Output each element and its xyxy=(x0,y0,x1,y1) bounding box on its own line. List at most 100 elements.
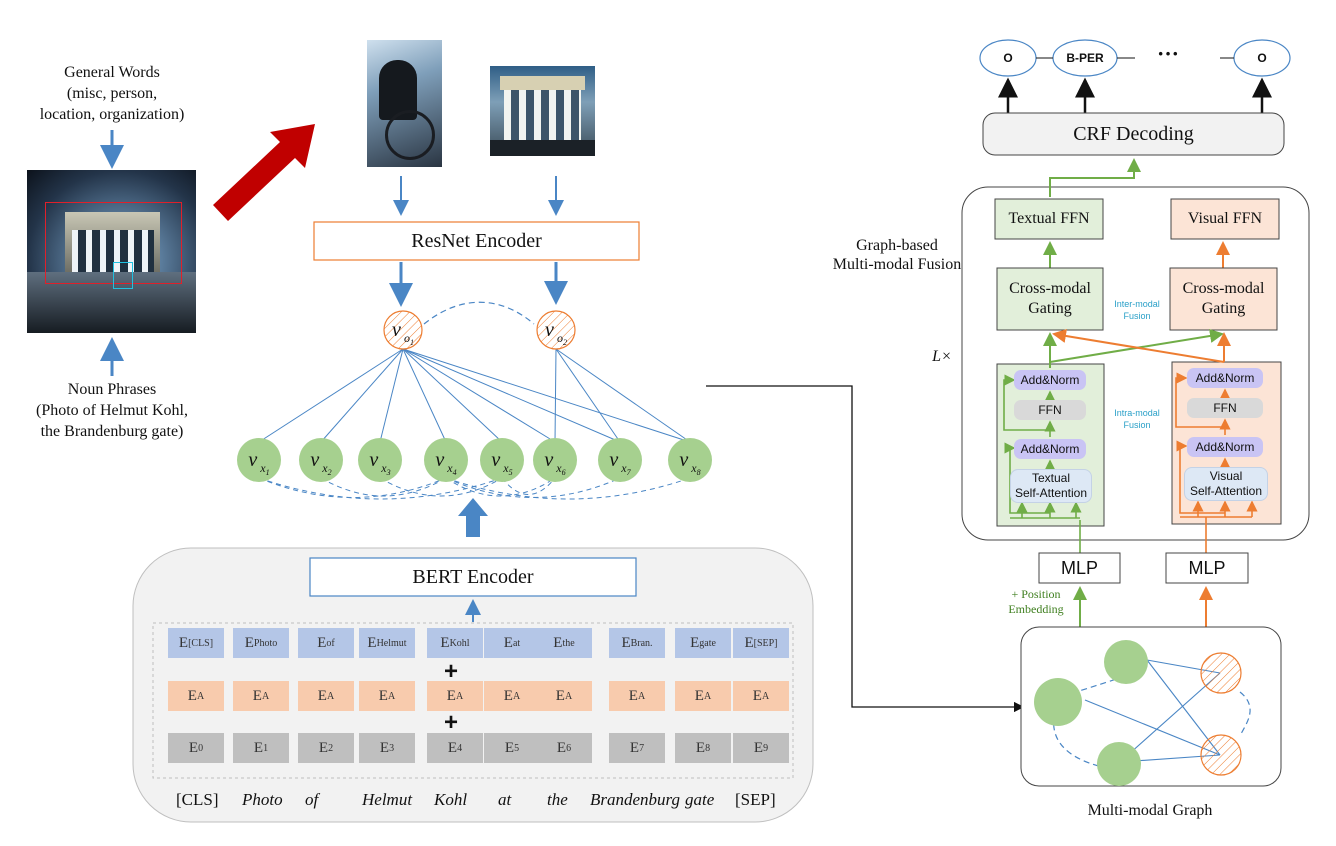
visual-ffn-label: Visual FFN xyxy=(1187,210,1263,227)
small-graph-text-node xyxy=(1034,678,1082,726)
intra-modal-line-2: Fusion xyxy=(1123,420,1151,430)
textual-ffn-to-crf-arrow xyxy=(1049,158,1141,197)
visual-ffn-inner: FFN xyxy=(1187,398,1263,418)
visual-gating-line-2: Gating xyxy=(1201,300,1246,317)
sentence-word: Brandenburg xyxy=(590,790,681,809)
node-label-subsub: 1 xyxy=(265,468,270,477)
textual-gating-label: Cross-modal Gating xyxy=(997,268,1103,330)
text-token-node xyxy=(358,438,402,482)
repeat-label: L× xyxy=(932,348,952,365)
embedding-base: E xyxy=(629,739,640,756)
embedding-sub: A xyxy=(387,690,396,702)
embedding-base: E xyxy=(178,634,189,651)
visual-ffn-box xyxy=(1170,198,1280,240)
visual-attention-line-2: Self-Attention xyxy=(1189,484,1263,498)
person-crop-image xyxy=(367,40,442,167)
cyan-bounding-box xyxy=(113,262,133,289)
sentence-word: the xyxy=(547,790,568,809)
text-text-dashed-edge xyxy=(445,477,621,498)
bert-to-graph-arrow xyxy=(458,498,488,537)
embedding-base: E xyxy=(447,739,458,756)
embedding-sub: [CLS] xyxy=(188,637,214,649)
graph-nodes xyxy=(237,310,712,482)
crf-decoding-box xyxy=(982,112,1285,156)
embedding-base: E xyxy=(503,634,513,651)
text-token-node xyxy=(480,438,524,482)
visual-text-edge xyxy=(402,348,447,443)
node-label-base: v xyxy=(248,449,258,471)
embedding-base: E xyxy=(440,634,450,651)
textual-mlp-label: MLP xyxy=(1060,557,1098,578)
graph-edges xyxy=(258,301,691,500)
node-label-base: v xyxy=(679,449,689,471)
embedding-base: E xyxy=(446,687,456,704)
embedding-sub: 5 xyxy=(514,742,520,754)
embedding-sub: A xyxy=(564,690,573,702)
embedding-base: E xyxy=(553,634,563,651)
embedding-frame xyxy=(152,622,794,779)
embedding-sub: Kohl xyxy=(449,637,470,649)
embedding-base: E xyxy=(378,687,388,704)
embedding-sub: 7 xyxy=(639,742,645,754)
intra-modal-line-1: Intra-modal xyxy=(1114,408,1160,418)
sentence-word: gate xyxy=(685,790,715,809)
token-embedding: E[SEP] xyxy=(733,628,789,658)
node-label-subsub: 2 xyxy=(562,338,567,347)
node-label-subsub: 4 xyxy=(452,468,457,477)
node-label-sub: o xyxy=(403,331,410,345)
gate-columns xyxy=(504,90,581,140)
crf-decoding-label: CRF Decoding xyxy=(1073,122,1194,145)
embedding-sub: 0 xyxy=(198,742,204,754)
embedding-sub: A xyxy=(761,690,770,702)
textual-ffn-label: Textual FFN xyxy=(1008,210,1090,227)
embedding-sub: gate xyxy=(699,637,716,649)
text-token-node xyxy=(424,438,468,482)
text-token-node xyxy=(237,438,281,482)
embedding-base: E xyxy=(367,634,377,651)
sentence-word: [CLS] xyxy=(176,790,219,809)
node-label-subsub: 5 xyxy=(508,468,513,477)
embedding-base: E xyxy=(188,739,199,756)
embedding-base: E xyxy=(752,687,762,704)
position-embedding-line-1: + Position xyxy=(1011,587,1061,601)
embedding-base: E xyxy=(504,739,515,756)
graph-connector-line xyxy=(706,385,1025,713)
inter-modal-line-2: Fusion xyxy=(1123,311,1151,321)
small-graph-dashed-right xyxy=(1239,691,1251,737)
visual-gating-line-1: Cross-modal xyxy=(1182,280,1265,297)
output-ellipsis: ··· xyxy=(1156,41,1179,66)
small-graph-edge-3 xyxy=(1084,699,1221,756)
textual-mlp-box xyxy=(1038,552,1121,584)
node-label-base: v xyxy=(310,449,320,471)
small-graph-text-node xyxy=(1097,742,1141,786)
visual-text-edge xyxy=(258,348,404,443)
node-label-sub: x xyxy=(447,461,453,475)
output-label-b-per: B-PER xyxy=(1066,51,1104,65)
node-label-sub: x xyxy=(556,461,562,475)
small-graph-visual-node xyxy=(1200,734,1242,776)
visual-text-edge xyxy=(379,348,404,443)
embedding-base: E xyxy=(694,687,704,704)
node-label-base: v xyxy=(369,449,379,471)
fusion-title-line-2: Multi-modal Fusion xyxy=(832,256,962,273)
orange-cross-left xyxy=(1052,329,1225,363)
embedding-base: E xyxy=(317,687,327,704)
embedding-sub: Photo xyxy=(253,637,278,649)
embedding-sub: 8 xyxy=(705,742,711,754)
